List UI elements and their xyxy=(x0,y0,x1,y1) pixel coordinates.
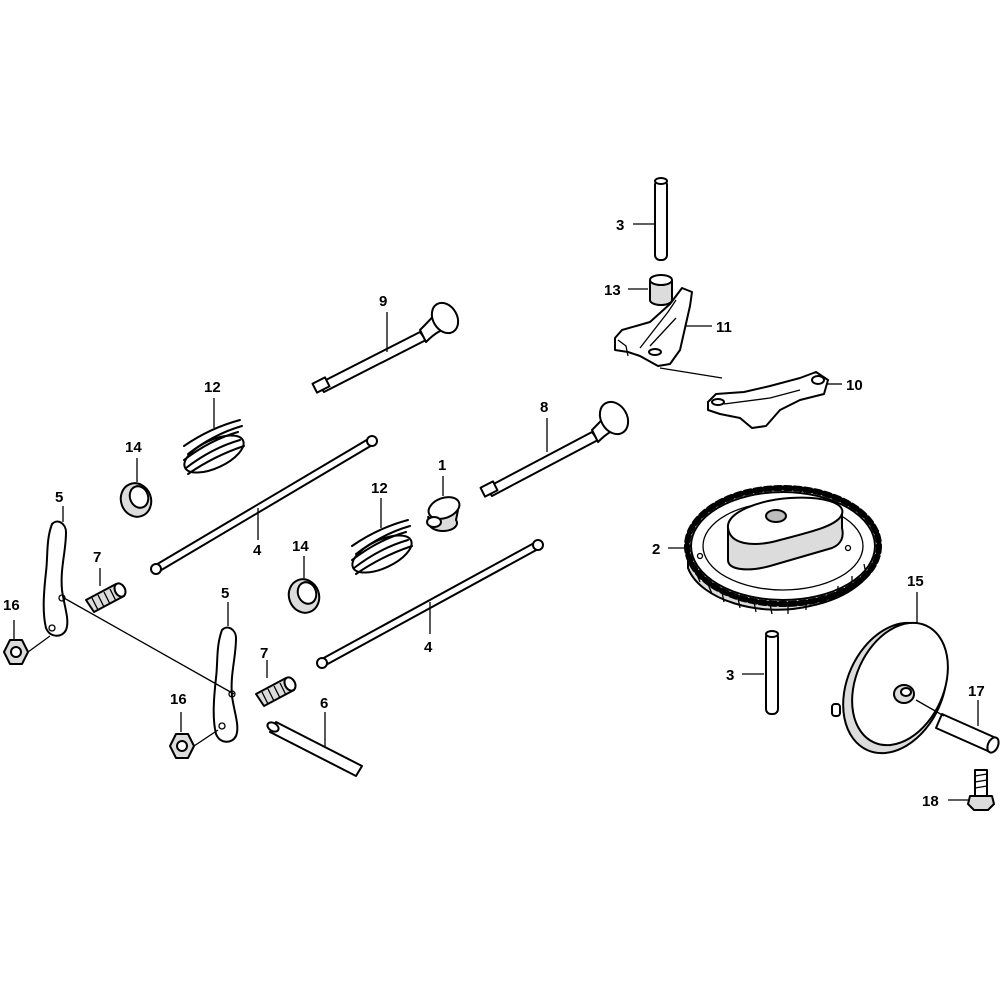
callout-8: 8 xyxy=(540,399,548,416)
callout-5-right: 5 xyxy=(221,585,229,602)
callout-1: 1 xyxy=(438,457,446,474)
rocker-pivot-line xyxy=(63,597,235,695)
part-16-nut-right[interactable] xyxy=(169,733,195,759)
part-11-rocker-bracket[interactable] xyxy=(614,287,693,367)
callout-9: 9 xyxy=(379,293,387,310)
callout-11: 11 xyxy=(716,319,732,336)
part-5-rocker-arm-right[interactable] xyxy=(212,626,239,743)
leader-16-right-to-arm xyxy=(193,729,219,747)
part-2-cam-gear[interactable] xyxy=(684,485,882,615)
part-14-lower-retainer[interactable] xyxy=(284,575,324,617)
callout-14-upper: 14 xyxy=(125,439,142,456)
callout-5-left: 5 xyxy=(55,489,63,506)
part-5-rocker-arm-left[interactable] xyxy=(42,520,69,637)
callout-4-upper: 4 xyxy=(253,542,262,559)
callout-15: 15 xyxy=(907,573,924,590)
callout-10: 10 xyxy=(846,377,863,394)
callout-7-right: 7 xyxy=(260,645,268,662)
part-16-nut-left[interactable] xyxy=(3,639,29,665)
leader-11-to-10 xyxy=(659,367,723,379)
part-13-collar[interactable] xyxy=(649,274,673,306)
part-17-shaft[interactable] xyxy=(935,713,1000,754)
callout-16-right: 16 xyxy=(170,691,187,708)
part-4-upper-push-rod[interactable] xyxy=(150,435,378,575)
part-3-lower-pin[interactable] xyxy=(765,630,779,715)
part-7-adjuster-screw-right[interactable] xyxy=(255,675,298,707)
leader-16-left-to-arm xyxy=(27,635,51,653)
callout-14-lower: 14 xyxy=(292,538,309,555)
leader-15-to-17 xyxy=(915,699,945,717)
part-14-upper-retainer[interactable] xyxy=(116,479,156,521)
callout-12-lower: 12 xyxy=(371,480,388,497)
callout-7-left: 7 xyxy=(93,549,101,566)
part-8-valve[interactable] xyxy=(479,397,633,498)
callout-13: 13 xyxy=(604,282,621,299)
part-6-rocker-shaft[interactable] xyxy=(266,721,363,777)
part-15-plate[interactable] xyxy=(823,606,966,769)
callout-18: 18 xyxy=(922,793,939,810)
callout-4-lower: 4 xyxy=(424,639,433,656)
part-10-rocker-bracket[interactable] xyxy=(707,371,829,429)
callout-17: 17 xyxy=(968,683,985,700)
part-7-adjuster-screw-left[interactable] xyxy=(85,581,128,613)
callout-12-upper: 12 xyxy=(204,379,221,396)
part-3-upper-pin[interactable] xyxy=(654,177,668,261)
callout-3-upper: 3 xyxy=(616,217,624,234)
callout-16-left: 16 xyxy=(3,597,20,614)
part-18-bolt[interactable] xyxy=(967,769,995,811)
part-12-upper-spring[interactable] xyxy=(179,419,249,480)
callout-6: 6 xyxy=(320,695,328,712)
callout-2: 2 xyxy=(652,541,660,558)
part-12-lower-spring[interactable] xyxy=(347,519,417,580)
part-9-valve[interactable] xyxy=(311,298,463,394)
part-1-valve-cap[interactable] xyxy=(426,493,463,532)
callout-3-lower: 3 xyxy=(726,667,734,684)
